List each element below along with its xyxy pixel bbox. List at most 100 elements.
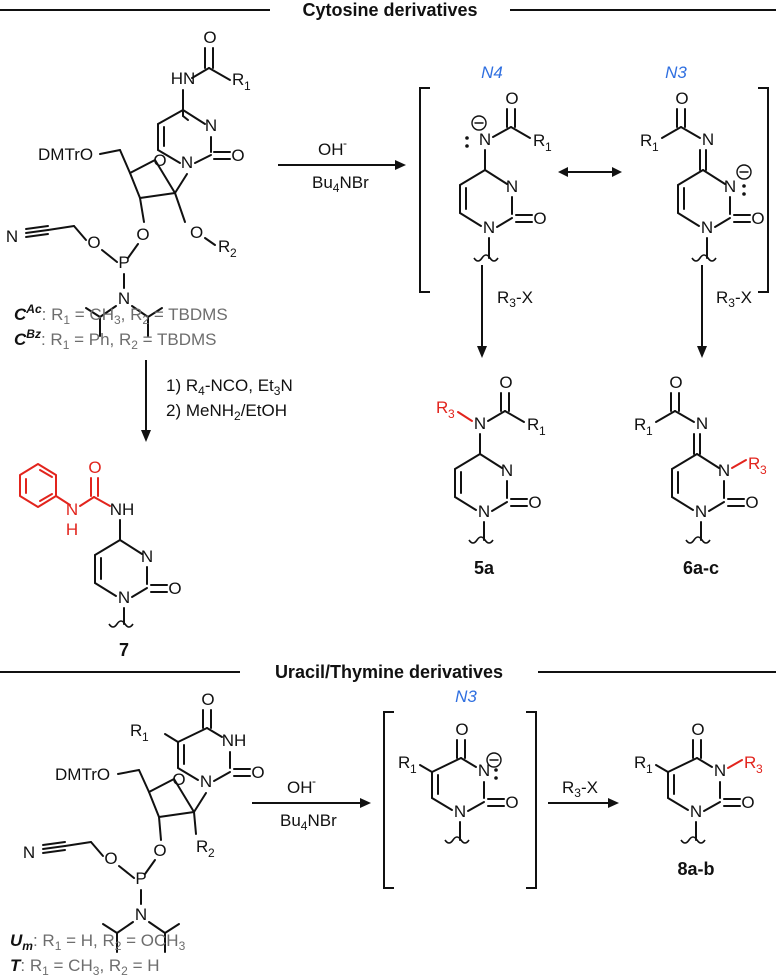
svg-text:O: O: [172, 770, 185, 789]
svg-text:O: O: [168, 579, 181, 598]
svg-text:O: O: [87, 233, 100, 252]
cytosine-section-title: Cytosine derivatives: [302, 0, 477, 20]
svg-text:R: R: [533, 131, 545, 150]
svg-text:1: 1: [646, 762, 653, 776]
svg-text:O: O: [505, 793, 518, 812]
svg-text:R: R: [634, 753, 646, 772]
svg-text:O: O: [104, 849, 117, 868]
legend-um: Um: R1 = H, R2 = OCH3: [10, 931, 186, 953]
svg-text:O: O: [231, 146, 244, 165]
svg-text:N: N: [695, 502, 707, 521]
svg-text:N: N: [141, 547, 153, 566]
svg-text:N: N: [714, 761, 726, 780]
svg-text:1: 1: [244, 79, 251, 93]
svg-text:N: N: [724, 177, 736, 196]
legend-cac: CAc: R1 = CH3, R2 = TBDMS: [14, 302, 228, 327]
svg-text:O: O: [455, 720, 468, 739]
label-6a-c: 6a-c: [683, 558, 719, 578]
svg-text:R: R: [748, 454, 760, 473]
svg-text:H: H: [66, 520, 78, 539]
svg-text:R: R: [196, 837, 208, 856]
svg-text:DMTrO: DMTrO: [55, 765, 110, 784]
svg-text:N: N: [501, 461, 513, 480]
label-7: 7: [119, 640, 129, 660]
svg-text:N: N: [702, 130, 714, 149]
label-5a: 5a: [474, 558, 495, 578]
cyt-amide-o: O: [203, 28, 216, 47]
svg-text:N: N: [118, 588, 130, 607]
svg-text:N: N: [479, 130, 491, 149]
svg-text:R: R: [744, 753, 756, 772]
svg-text:R: R: [527, 415, 539, 434]
svg-text:2) MeNH2/EtOH: 2) MeNH2/EtOH: [166, 401, 287, 423]
svg-text:1) R4-NCO, Et3N: 1) R4-NCO, Et3N: [166, 376, 293, 398]
svg-text:N: N: [701, 218, 713, 237]
svg-text:2: 2: [230, 246, 237, 260]
compound-7: N H O NH N O N 7: [19, 458, 182, 660]
svg-text:R3-X: R3-X: [716, 288, 752, 310]
svg-text:1: 1: [646, 424, 653, 438]
svg-text:R: R: [436, 398, 448, 417]
svg-text:R: R: [218, 237, 230, 256]
svg-text:R: R: [232, 70, 244, 89]
svg-text:1: 1: [142, 730, 149, 744]
svg-text:O: O: [153, 151, 166, 170]
svg-text:N: N: [478, 761, 490, 780]
svg-text:R: R: [130, 721, 142, 740]
svg-text:NH: NH: [110, 500, 135, 519]
svg-text:1: 1: [410, 762, 417, 776]
svg-text:O: O: [745, 493, 758, 512]
svg-text:R: R: [634, 415, 646, 434]
svg-text:R: R: [640, 131, 652, 150]
svg-text:3: 3: [756, 762, 763, 776]
svg-text:O: O: [691, 720, 704, 739]
arrow-alkylation-uracil: R3-X: [548, 778, 619, 808]
bracket-left-cytosine: [419, 87, 430, 293]
svg-text:O: O: [505, 89, 518, 108]
bracket-right-uracil: [526, 711, 537, 889]
svg-text:N: N: [696, 414, 708, 433]
arrow-urea-formation: 1) R4-NCO, Et3N 2) MeNH2/EtOH: [141, 360, 293, 442]
svg-text:O: O: [136, 225, 149, 244]
svg-text:R: R: [398, 753, 410, 772]
svg-text:O: O: [499, 373, 512, 392]
arrow-alkylation-n4: R3-X: [477, 265, 533, 358]
svg-text:O: O: [751, 209, 764, 228]
legend-cbz: CBz: R1 = Ph, R2 = TBDMS: [14, 327, 217, 352]
svg-text:Bu4NBr: Bu4NBr: [280, 811, 337, 833]
bracket-left-uracil: [383, 711, 394, 889]
svg-text:NH: NH: [222, 731, 247, 750]
svg-text:OH: OH: [318, 140, 344, 159]
arrow-alkylation-n3: R3-X: [697, 265, 752, 358]
svg-text:Bu4NBr: Bu4NBr: [312, 173, 369, 195]
bracket-right-cytosine: [758, 87, 769, 293]
svg-text:OH: OH: [287, 778, 313, 797]
svg-text:3: 3: [448, 407, 455, 421]
svg-text:O: O: [669, 373, 682, 392]
svg-text:N: N: [690, 802, 702, 821]
svg-text:N: N: [200, 772, 212, 791]
svg-text:O: O: [251, 763, 264, 782]
cyt-dmtro: DMTrO: [38, 145, 93, 164]
svg-text:O: O: [88, 458, 101, 477]
label-8a-b: 8a-b: [677, 859, 714, 879]
svg-text:N: N: [506, 177, 518, 196]
svg-text:N: N: [205, 116, 217, 135]
svg-text:N: N: [135, 905, 147, 924]
n4-label: N4: [481, 63, 503, 82]
svg-text:-: -: [343, 136, 347, 150]
svg-text:N: N: [181, 153, 193, 172]
svg-text:N: N: [66, 500, 78, 519]
svg-text:N: N: [23, 843, 35, 862]
svg-text:2: 2: [208, 846, 215, 860]
svg-text:N: N: [454, 802, 466, 821]
svg-text:1: 1: [652, 140, 659, 154]
svg-text:N: N: [474, 414, 486, 433]
svg-text:O: O: [190, 223, 203, 242]
